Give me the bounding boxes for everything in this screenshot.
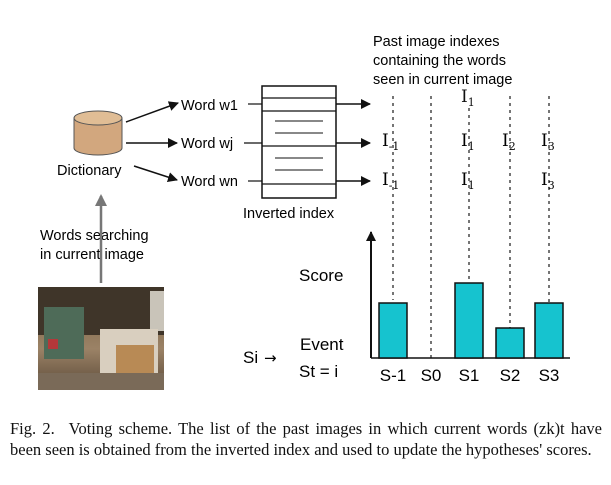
score-bar-s2 — [495, 327, 525, 359]
index-entry-s-1-row2: I-1 — [382, 131, 399, 153]
index-entry-s2-row2: I2 — [502, 131, 516, 153]
index-entry-s1-row3: I1 — [461, 170, 475, 192]
inverted-index-icon — [261, 85, 337, 199]
si-arrow: → — [264, 349, 277, 367]
dictionary-icon — [73, 110, 123, 156]
word-w1-label: Word w1 — [181, 98, 238, 114]
event-tick-s1: S1 — [459, 366, 480, 385]
score-axis-label: Score — [299, 266, 343, 285]
words-searching-label-line-2: in current image — [40, 247, 144, 263]
index-entry-s1-row1: I1 — [461, 87, 475, 109]
event-tick-s2: S2 — [500, 366, 521, 385]
voting-scheme-diagram: Past image indexes containing the words … — [40, 34, 570, 385]
score-bar-s1 — [454, 282, 484, 359]
score-bar-s-1 — [378, 302, 408, 359]
dictionary-label: Dictionary — [57, 163, 122, 179]
index-entry-s1-row2: I1 — [461, 131, 475, 153]
words-searching-label-line-1: Words searching — [40, 228, 149, 244]
past-indexes-title-line-3: seen in current image — [373, 72, 512, 88]
past-indexes-title-line-2: containing the words — [373, 53, 506, 69]
event-axis-label: Event — [300, 335, 344, 354]
event-tick-s3: S3 — [539, 366, 560, 385]
inverted-index-label: Inverted index — [243, 206, 335, 222]
dictionary-to-word-wn-arrow — [133, 165, 178, 182]
word-wj-label: Word wj — [181, 136, 233, 152]
event-tick-s-1: S-1 — [380, 366, 406, 385]
index-entry-s3-row2: I3 — [541, 131, 555, 153]
dictionary-to-word-w1-arrow — [125, 101, 179, 123]
word-wn-label: Word wn — [181, 174, 238, 190]
score-bars — [378, 282, 564, 359]
index-entry-s3-row3: I3 — [541, 170, 555, 192]
score-bar-s3 — [534, 302, 564, 359]
si-label: Si — [243, 348, 258, 367]
caption-label: Fig. 2. — [10, 419, 55, 438]
index-entry-s-1-row3: I-1 — [382, 170, 399, 192]
st-equals-i-label: St = i — [299, 362, 338, 381]
event-tick-labels: S-1 S0 S1 S2 S3 — [380, 366, 560, 385]
past-indexes-title-line-1: Past image indexes — [373, 34, 500, 50]
figure-caption: Fig. 2. Voting scheme. The list of the p… — [10, 418, 602, 460]
current-image-photo — [38, 287, 164, 390]
event-tick-s0: S0 — [421, 366, 442, 385]
caption-text: Voting scheme. The list of the past imag… — [10, 419, 603, 459]
